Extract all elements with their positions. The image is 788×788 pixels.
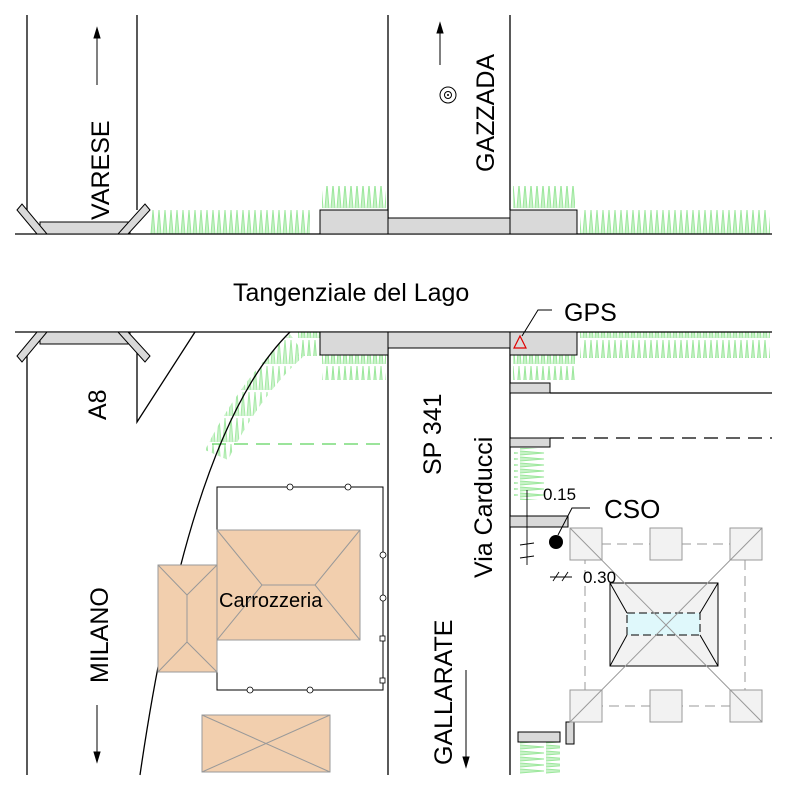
cso-structure	[569, 527, 763, 723]
label-tangenziale: Tangenziale del Lago	[233, 279, 469, 307]
direction-arrows	[93, 21, 470, 769]
dimension-0-15: 0.15	[543, 485, 576, 504]
label-gallarate: GALLARATE	[430, 620, 458, 765]
label-via-carducci: Via Carducci	[470, 437, 498, 578]
label-gps: GPS	[564, 299, 617, 327]
label-cso: CSO	[604, 494, 660, 524]
road-lines	[15, 15, 772, 776]
target-symbol-icon	[439, 86, 457, 104]
label-varese: VARESE	[87, 120, 115, 220]
label-a8: A8	[84, 389, 112, 420]
carrozzeria-lot	[157, 483, 387, 773]
dimension-lines	[519, 490, 572, 582]
label-sp341: SP 341	[419, 393, 447, 475]
label-carrozzeria: Carrozzeria	[219, 590, 323, 612]
dimension-0-30: 0.30	[583, 568, 616, 587]
label-milano: MILANO	[86, 587, 114, 683]
label-gazzada: GAZZADA	[472, 54, 500, 172]
gps-marker-icon[interactable]	[513, 334, 527, 349]
sidewalks	[16, 203, 578, 745]
cso-point-marker[interactable]	[549, 535, 563, 549]
grass-areas	[150, 186, 770, 774]
